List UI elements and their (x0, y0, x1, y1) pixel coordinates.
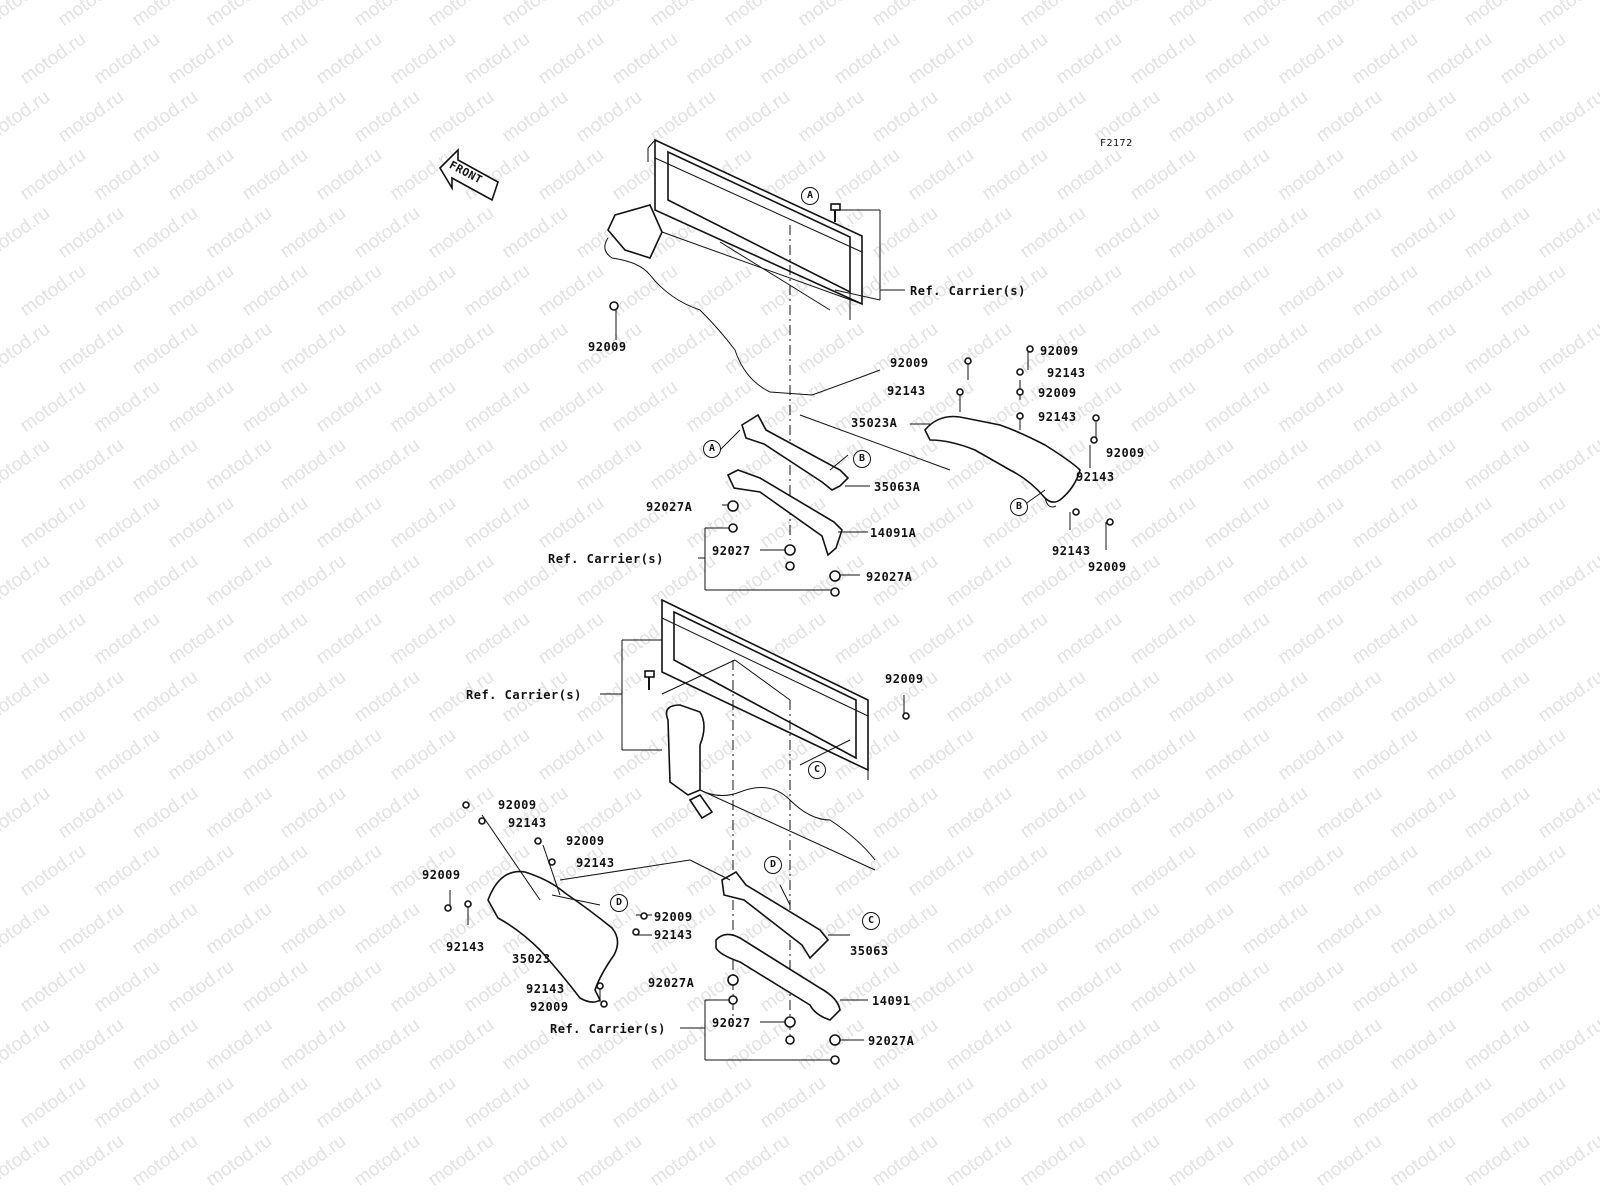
part-label: 92027A (868, 1034, 915, 1048)
leader-lines-upper (615, 209, 1107, 591)
ref-carrier-label: Ref. Carrier(s) (550, 1022, 666, 1036)
part-label: 92143 (1076, 470, 1115, 484)
part-label: 92027A (646, 500, 693, 514)
callout-a-top: A (801, 187, 819, 205)
bracket-14091a (726, 469, 843, 557)
front-arrow-icon (438, 148, 499, 202)
lower-carrier-panel (661, 598, 876, 871)
part-label: 14091 (872, 994, 911, 1008)
part-label: 92143 (887, 384, 926, 398)
part-label: 92027 (712, 1016, 751, 1030)
callout-d-top: D (764, 856, 782, 874)
ref-carrier-label: Ref. Carrier(s) (466, 688, 582, 702)
callout-a-mid: A (703, 440, 721, 458)
part-label: 92009 (422, 868, 461, 882)
bracket-35063 (721, 870, 830, 960)
part-label: 92009 (566, 834, 605, 848)
part-label: 14091A (870, 526, 917, 540)
part-label: 92143 (526, 982, 565, 996)
part-label: 92027A (648, 976, 695, 990)
part-label: 92143 (1038, 410, 1077, 424)
part-label: 92009 (588, 340, 627, 354)
part-label: 92009 (1088, 560, 1127, 574)
ref-carrier-label: Ref. Carrier(s) (548, 552, 664, 566)
callout-b-right: B (1010, 498, 1028, 516)
part-label: 92027 (712, 544, 751, 558)
fender-35023 (487, 870, 619, 1003)
figure-code: F2172 (1100, 138, 1133, 149)
part-label: 92009 (1040, 344, 1079, 358)
part-label: 92009 (890, 356, 929, 370)
part-label: 92143 (576, 856, 615, 870)
part-label: 92143 (508, 816, 547, 830)
part-label: 35063 (850, 944, 889, 958)
callout-c-bottom: C (862, 912, 880, 930)
part-label: 92143 (1052, 544, 1091, 558)
part-label: 92009 (1106, 446, 1145, 460)
part-label: 92009 (498, 798, 537, 812)
part-label: 35023A (851, 416, 898, 430)
part-label: 92143 (446, 940, 485, 954)
fasteners-upper (609, 203, 1114, 597)
part-label: 92009 (654, 910, 693, 924)
callout-b-left: B (853, 450, 871, 468)
part-label: 92009 (885, 672, 924, 686)
part-label: 92143 (654, 928, 693, 942)
callout-d-bottom: D (610, 894, 628, 912)
fasteners-lower (444, 670, 910, 1065)
upper-carrier-panel (604, 138, 881, 396)
part-label: 92143 (1047, 366, 1086, 380)
leader-lines-lower (449, 639, 905, 1061)
part-label: 92009 (530, 1000, 569, 1014)
fender-35023a (924, 415, 1081, 508)
ref-carrier-label: Ref. Carrier(s) (910, 284, 1026, 298)
part-label: 35023 (512, 952, 551, 966)
bracket-35063a (741, 413, 850, 491)
part-label: 92027A (866, 570, 913, 584)
callout-c-top: C (808, 761, 826, 779)
part-label: 92009 (1038, 386, 1077, 400)
part-label: 35063A (874, 480, 921, 494)
bracket-14091 (715, 933, 841, 1021)
